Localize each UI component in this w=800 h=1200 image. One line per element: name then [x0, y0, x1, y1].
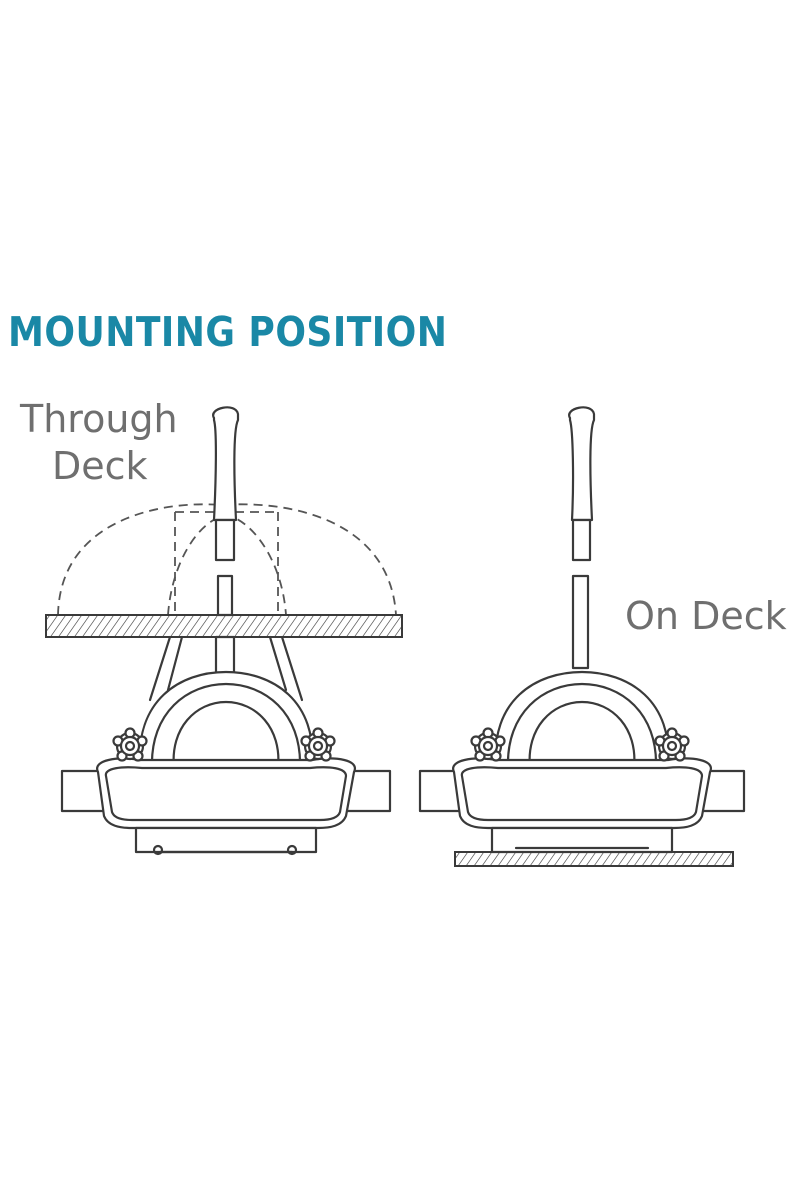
through-deck-label-line1: Through [20, 397, 178, 441]
through-deck-drawing [45, 406, 403, 856]
on-deck-label: On Deck [625, 594, 787, 638]
through-deck-label-line2: Deck [52, 444, 148, 488]
page-title: MOUNTING POSITION [8, 308, 448, 356]
on-deck-drawing [418, 406, 746, 867]
